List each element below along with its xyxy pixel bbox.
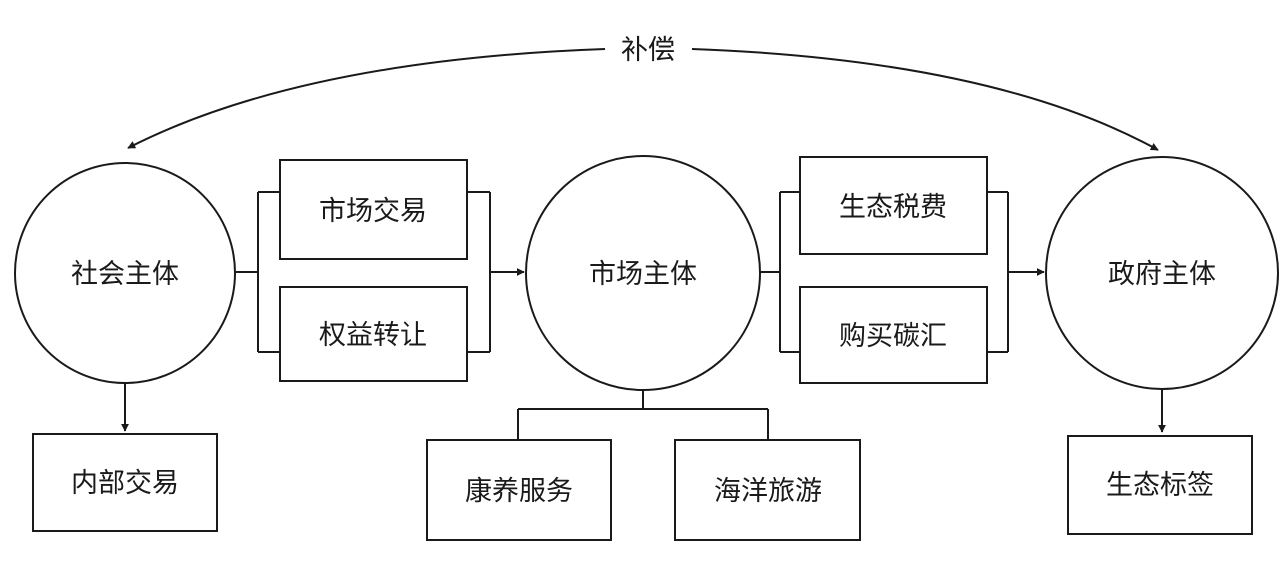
output-box-internal-trade [32, 433, 218, 532]
government-entity-label: 政府主体 [1108, 259, 1216, 290]
output-box-wellness [426, 439, 612, 541]
method-market-trade-label: 市场交易 [319, 196, 427, 227]
method-carbon-sink-label: 购买碳汇 [839, 321, 947, 352]
output-internal-trade-label: 内部交易 [71, 468, 179, 499]
method-box-market-trade [279, 159, 468, 260]
output-eco-label-label: 生态标签 [1106, 470, 1214, 501]
compensation-arc-right [691, 48, 1159, 151]
method-eco-tax-label: 生态税费 [839, 192, 947, 223]
compensation-label: 补偿 [621, 35, 675, 66]
method-rights-transfer-label: 权益转让 [319, 320, 427, 351]
compensation-arc [127, 48, 606, 149]
output-marine-tourism-label: 海洋旅游 [714, 476, 822, 507]
method-box-rights-transfer [279, 286, 468, 382]
method-box-carbon-sink [799, 286, 988, 384]
market-entity-label: 市场主体 [589, 259, 697, 290]
output-box-marine-tourism [674, 439, 861, 541]
market-output-branch [517, 390, 769, 440]
output-box-eco-label [1067, 435, 1253, 535]
market-government-bracket [760, 191, 1009, 353]
social-entity-label: 社会主体 [71, 259, 179, 290]
output-wellness-label: 康养服务 [465, 476, 573, 507]
social-market-bracket [235, 191, 491, 353]
method-box-eco-tax [799, 156, 988, 255]
